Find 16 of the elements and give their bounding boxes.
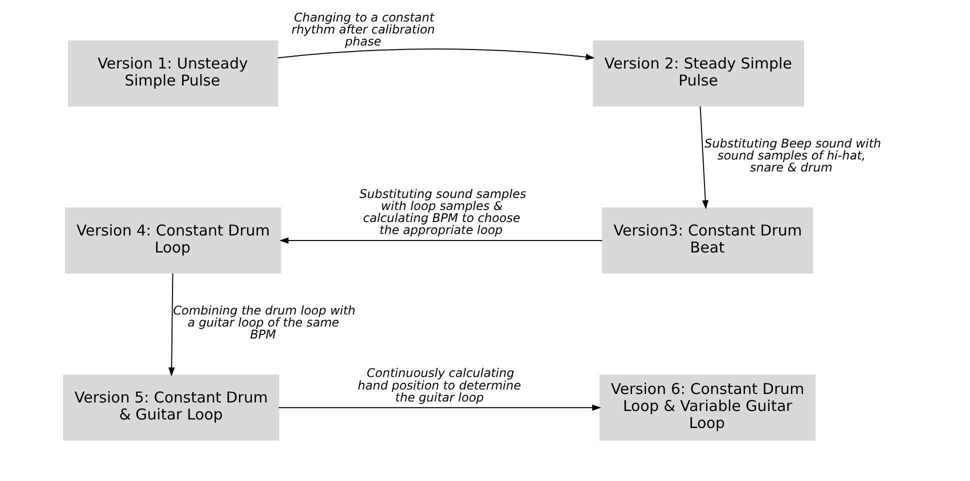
arrow <box>276 48 594 60</box>
node-box: Version 1: Unsteady Simple Pulse <box>68 40 278 106</box>
node-box: Version 6: Constant Drum Loop & Variable Guitar Loop <box>598 374 816 440</box>
node-box: Version3: Constant Drum Beat <box>601 207 813 274</box>
edge-label: Substituting Beep sound with sound samples of hi-hat, snare & drum <box>704 136 881 174</box>
arrow <box>699 105 708 209</box>
edge-label: Combining the drum loop with a guitar loop of the same BPM <box>172 303 356 342</box>
node-box: Version 2: Steady Simple Pulse <box>592 40 804 106</box>
arrow <box>278 236 602 244</box>
edge-label: Continuously calculating hand position to determine the guitar loop <box>357 366 521 404</box>
node-box: Version 4: Constant Drum Loop <box>64 207 281 274</box>
arrow <box>168 272 174 376</box>
arrow <box>278 404 601 410</box>
edge-label: Changing to a constant rhythm after calibration phase <box>291 10 434 48</box>
edge-label: Substituting sound samples with loop samples & calculating BPM to choose the appropriate loop <box>359 186 526 237</box>
node-box: Version 5: Constant Drum & Guitar Loop <box>62 374 279 440</box>
